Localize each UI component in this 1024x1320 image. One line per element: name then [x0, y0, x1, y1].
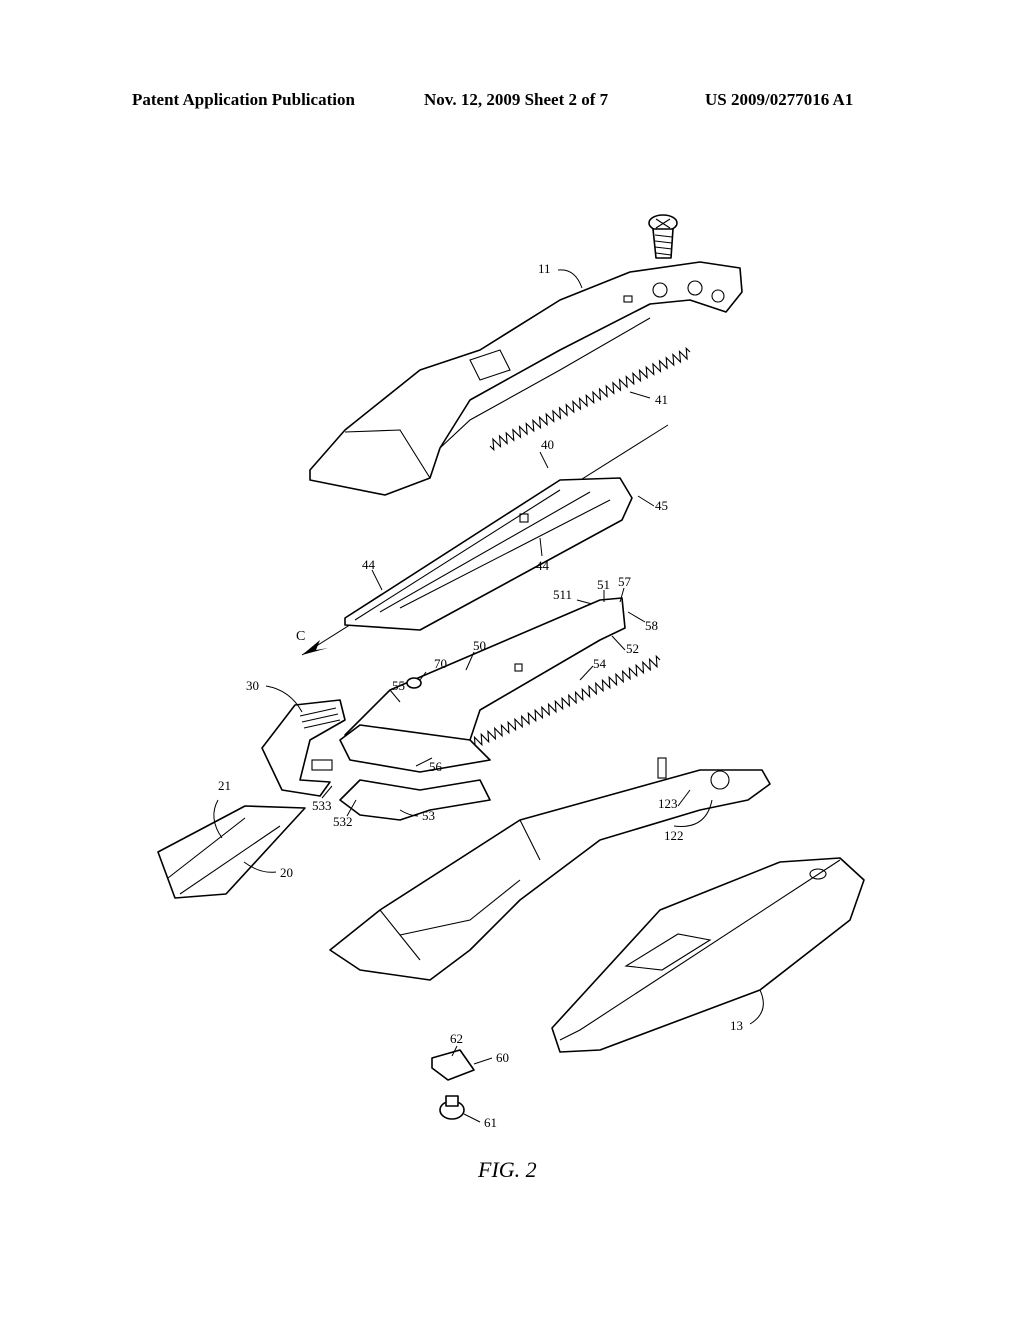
ref-30: 30: [246, 678, 259, 693]
ref-52: 52: [626, 641, 639, 656]
blade-carrier-40: [344, 477, 633, 631]
ref-56: 56: [429, 759, 443, 774]
cover-13: [551, 857, 865, 1053]
direction-c-label: C: [296, 629, 305, 644]
leader-lines: [213, 269, 764, 1123]
blade-holder-30: [261, 699, 346, 797]
ref-21: 21: [218, 778, 231, 793]
figure-caption: FIG. 2: [477, 1157, 537, 1182]
ref-60: 60: [496, 1050, 509, 1065]
ref-532: 532: [333, 814, 353, 829]
ref-511: 511: [553, 587, 572, 602]
reference-labels: 11 41 40 45 44 44 511 51 57 58 52 50 70 …: [218, 261, 743, 1130]
ref-44-right: 44: [536, 558, 550, 573]
spring-54: [457, 654, 661, 756]
date-sheet-label: Nov. 12, 2009 Sheet 2 of 7: [424, 90, 609, 109]
publication-label: Patent Application Publication: [132, 90, 355, 109]
ref-53: 53: [422, 808, 435, 823]
ref-54: 54: [593, 656, 607, 671]
ref-51: 51: [597, 577, 610, 592]
ref-533: 533: [312, 798, 332, 813]
ref-123: 123: [658, 796, 678, 811]
page-header: Patent Application Publication Nov. 12, …: [0, 90, 1024, 114]
spring-41: [489, 346, 691, 452]
ref-58: 58: [645, 618, 658, 633]
knob-part-61: [439, 1095, 465, 1120]
ref-44-left: 44: [362, 557, 376, 572]
ref-40: 40: [541, 437, 554, 452]
upper-handle-half: [309, 261, 743, 496]
ref-11: 11: [538, 261, 551, 276]
ref-122: 122: [664, 828, 684, 843]
lever-53: [339, 779, 491, 821]
ref-41: 41: [655, 392, 668, 407]
ref-62: 62: [450, 1031, 463, 1046]
ref-20: 20: [280, 865, 293, 880]
lower-handle-body: [329, 757, 771, 981]
ref-55: 55: [392, 678, 405, 693]
direction-arrow: [302, 640, 328, 655]
ref-61: 61: [484, 1115, 497, 1130]
ref-45: 45: [655, 498, 668, 513]
ref-13: 13: [730, 1018, 743, 1033]
ref-57: 57: [618, 574, 632, 589]
ref-70: 70: [434, 656, 447, 671]
blade-20: [157, 805, 306, 899]
screw: [648, 214, 678, 259]
latch-part-60: [431, 1049, 475, 1081]
patent-number: US 2009/0277016 A1: [705, 90, 854, 109]
ref-50: 50: [473, 638, 486, 653]
slider-50: [339, 597, 626, 773]
